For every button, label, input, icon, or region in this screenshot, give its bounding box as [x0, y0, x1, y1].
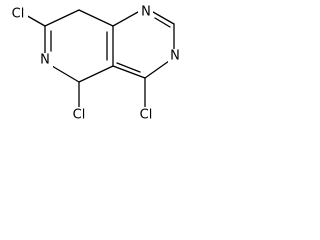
nitrogen-top-right-label: N — [141, 5, 151, 20]
chlorine-bottom-right-label: Cl — [140, 108, 153, 123]
chemical-structure-diagram: Cl N N N Cl Cl — [8, 5, 183, 123]
atom-label-group: Cl N N N Cl Cl — [8, 5, 183, 123]
bond-c4-c4a — [112, 65, 146, 79]
nitrogen-left-bg — [38, 53, 53, 68]
bond-group — [23, 9, 175, 109]
chlorine-top-left-label: Cl — [12, 7, 25, 22]
nitrogen-top-right-bg — [138, 5, 153, 20]
chlorine-bottom-right-bg — [136, 107, 156, 123]
nitrogen-right-bg — [168, 49, 183, 64]
bond-n3-c4 — [144, 60, 170, 79]
bond-n1-c2-inner — [154, 17, 171, 28]
nitrogen-left-label: N — [40, 53, 50, 68]
chlorine-bottom-left-bg — [69, 107, 89, 123]
bond-c8a-n1 — [112, 11, 139, 27]
bond-c7-c8 — [44, 9, 80, 27]
chlorine-top-left-bg — [8, 6, 28, 22]
bond-c5-c4a — [78, 65, 114, 83]
bond-c4-c4a-inner — [116, 62, 141, 73]
chlorine-bottom-left-label: Cl — [73, 108, 86, 123]
bond-c8-c8a — [78, 9, 114, 27]
nitrogen-right-label: N — [170, 49, 180, 64]
bond-n1-c2 — [152, 11, 175, 25]
bond-n6-c5 — [51, 65, 80, 83]
